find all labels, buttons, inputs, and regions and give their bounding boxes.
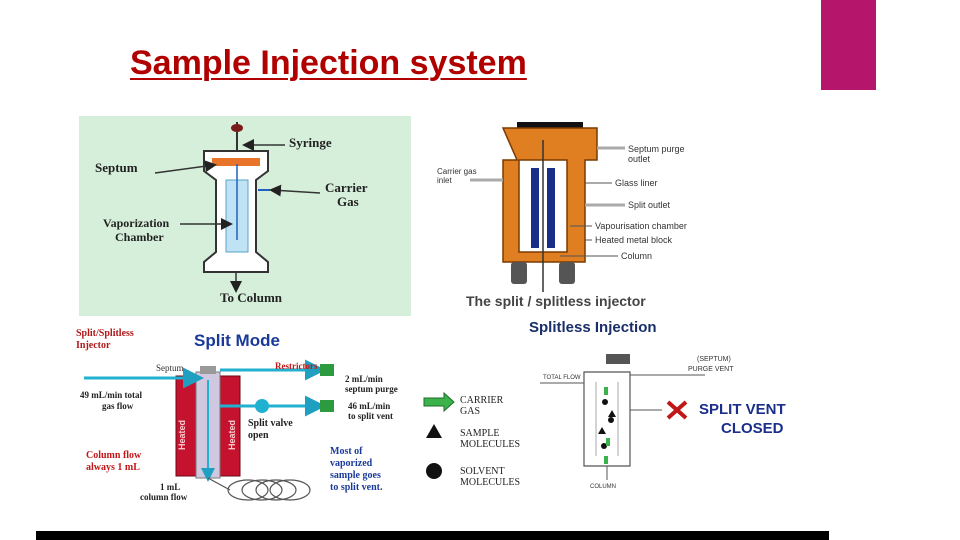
septum-tag: (SEPTUM) (697, 356, 731, 363)
most-label-1: Most of (330, 446, 363, 457)
one-ml-label-2: column flow (140, 492, 188, 502)
septum-purge-label-1: Septum purge (628, 144, 685, 154)
restrictor-1 (320, 364, 334, 376)
nut-right (559, 262, 575, 284)
glass-liner-left (531, 168, 539, 248)
restrictors-label: Restrictors (275, 361, 318, 371)
purge-label-2: septum purge (345, 384, 398, 394)
split-mode-heading: Split Mode (194, 331, 280, 350)
legend-sample-2: MOLECULES (460, 439, 520, 450)
valve-label-2: open (248, 430, 269, 441)
column-coil (227, 479, 311, 501)
vent-label-2: to split vent (348, 411, 393, 421)
column-tag: COLUMN (590, 484, 616, 490)
splitless-heading: Splitless Injection (529, 319, 657, 336)
heated-block-label: Heated metal block (595, 235, 673, 245)
slide-title: Sample Injection system (130, 44, 527, 82)
most-label-2: vaporized (330, 458, 373, 469)
carrier-inlet-label-2: inlet (437, 176, 452, 185)
simple-injector-diagram: Syringe Septum Carrier Gas Vaporization … (79, 116, 411, 316)
legend-carrier-1: CARRIER (460, 395, 504, 406)
carrier-label-2: Gas (337, 194, 359, 209)
splitless-body (583, 371, 631, 467)
closed-label: CLOSED (721, 420, 784, 437)
one-ml-label-1: 1 mL (160, 482, 180, 492)
syringe-plunger (231, 124, 243, 132)
carrier-inlet-label-1: Carrier gas (437, 167, 477, 176)
legend-solvent-2: MOLECULES (460, 477, 520, 488)
column-flow-label-1: Column flow (86, 450, 142, 461)
valve-label-1: Split valve (248, 418, 293, 429)
carrier-label-1: Carrier (325, 180, 368, 195)
bottom-bar (36, 531, 829, 540)
syringe-label: Syringe (289, 135, 332, 150)
splitless-diagram: Splitless Injection (SEPTUM) PURGE VENT … (529, 319, 786, 490)
nut-left (511, 262, 527, 284)
injector-title-2: Injector (76, 340, 111, 351)
total-flow-label-1: 49 mL/min total (80, 390, 142, 400)
total-flow-label-2: gas flow (102, 401, 134, 411)
heated-label-right: Heated (227, 420, 237, 450)
glass-liner-right (547, 168, 555, 248)
total-flow-tag: TOTAL FLOW (543, 375, 581, 381)
septum-pad (212, 158, 260, 166)
vaporization-label-1: Vaporization (103, 216, 170, 230)
legend: CARRIER GAS SAMPLE MOLECULES SOLVENT MOL… (423, 391, 520, 488)
heated-label-left: Heated (177, 420, 187, 450)
restrictor-2 (320, 400, 334, 412)
legend-carrier-2: GAS (460, 406, 480, 417)
split-vent-label: SPLIT VENT (699, 401, 786, 418)
column-flow-label-2: always 1 mL (86, 462, 140, 473)
septum-cap (517, 122, 583, 130)
septum-block (200, 366, 216, 374)
split-outlet-label: Split outlet (628, 200, 671, 210)
molecules (598, 399, 616, 449)
septum-label: Septum (95, 160, 138, 175)
injector-title-1: Split/Splitless (76, 328, 134, 339)
closed-x-2 (666, 400, 688, 420)
solvent-symbol (426, 463, 442, 479)
vap-chamber-label: Vapourisation chamber (595, 221, 687, 231)
vaporization-label-2: Chamber (115, 230, 164, 244)
carrier-gas-symbol (423, 391, 455, 413)
purge-label-1: 2 mL/min (345, 374, 383, 384)
splitless-septum (606, 354, 630, 364)
split-valve (255, 399, 269, 413)
glass-liner-label: Glass liner (615, 178, 658, 188)
purge-vent-tag: PURGE VENT (688, 366, 734, 373)
septum-label-split: Septum (156, 363, 184, 373)
split-splitless-cross-section: Septum purge outlet Carrier gas inlet Gl… (437, 122, 687, 309)
injector-caption: The split / splitless injector (466, 293, 646, 309)
septum-purge-label-2: outlet (628, 154, 651, 164)
vent-label-1: 46 mL/min (348, 401, 390, 411)
legend-sample-1: SAMPLE (460, 428, 499, 439)
accent-bar (821, 0, 876, 90)
most-label-4: to split vent. (330, 482, 383, 493)
to-column-label: To Column (220, 290, 283, 305)
split-mode-diagram: Split/Splitless Injector Split Mode Heat… (76, 328, 398, 502)
column-label: Column (621, 251, 652, 261)
most-label-3: sample goes (330, 470, 381, 481)
legend-solvent-1: SOLVENT (460, 466, 505, 477)
sample-symbol (426, 424, 442, 438)
